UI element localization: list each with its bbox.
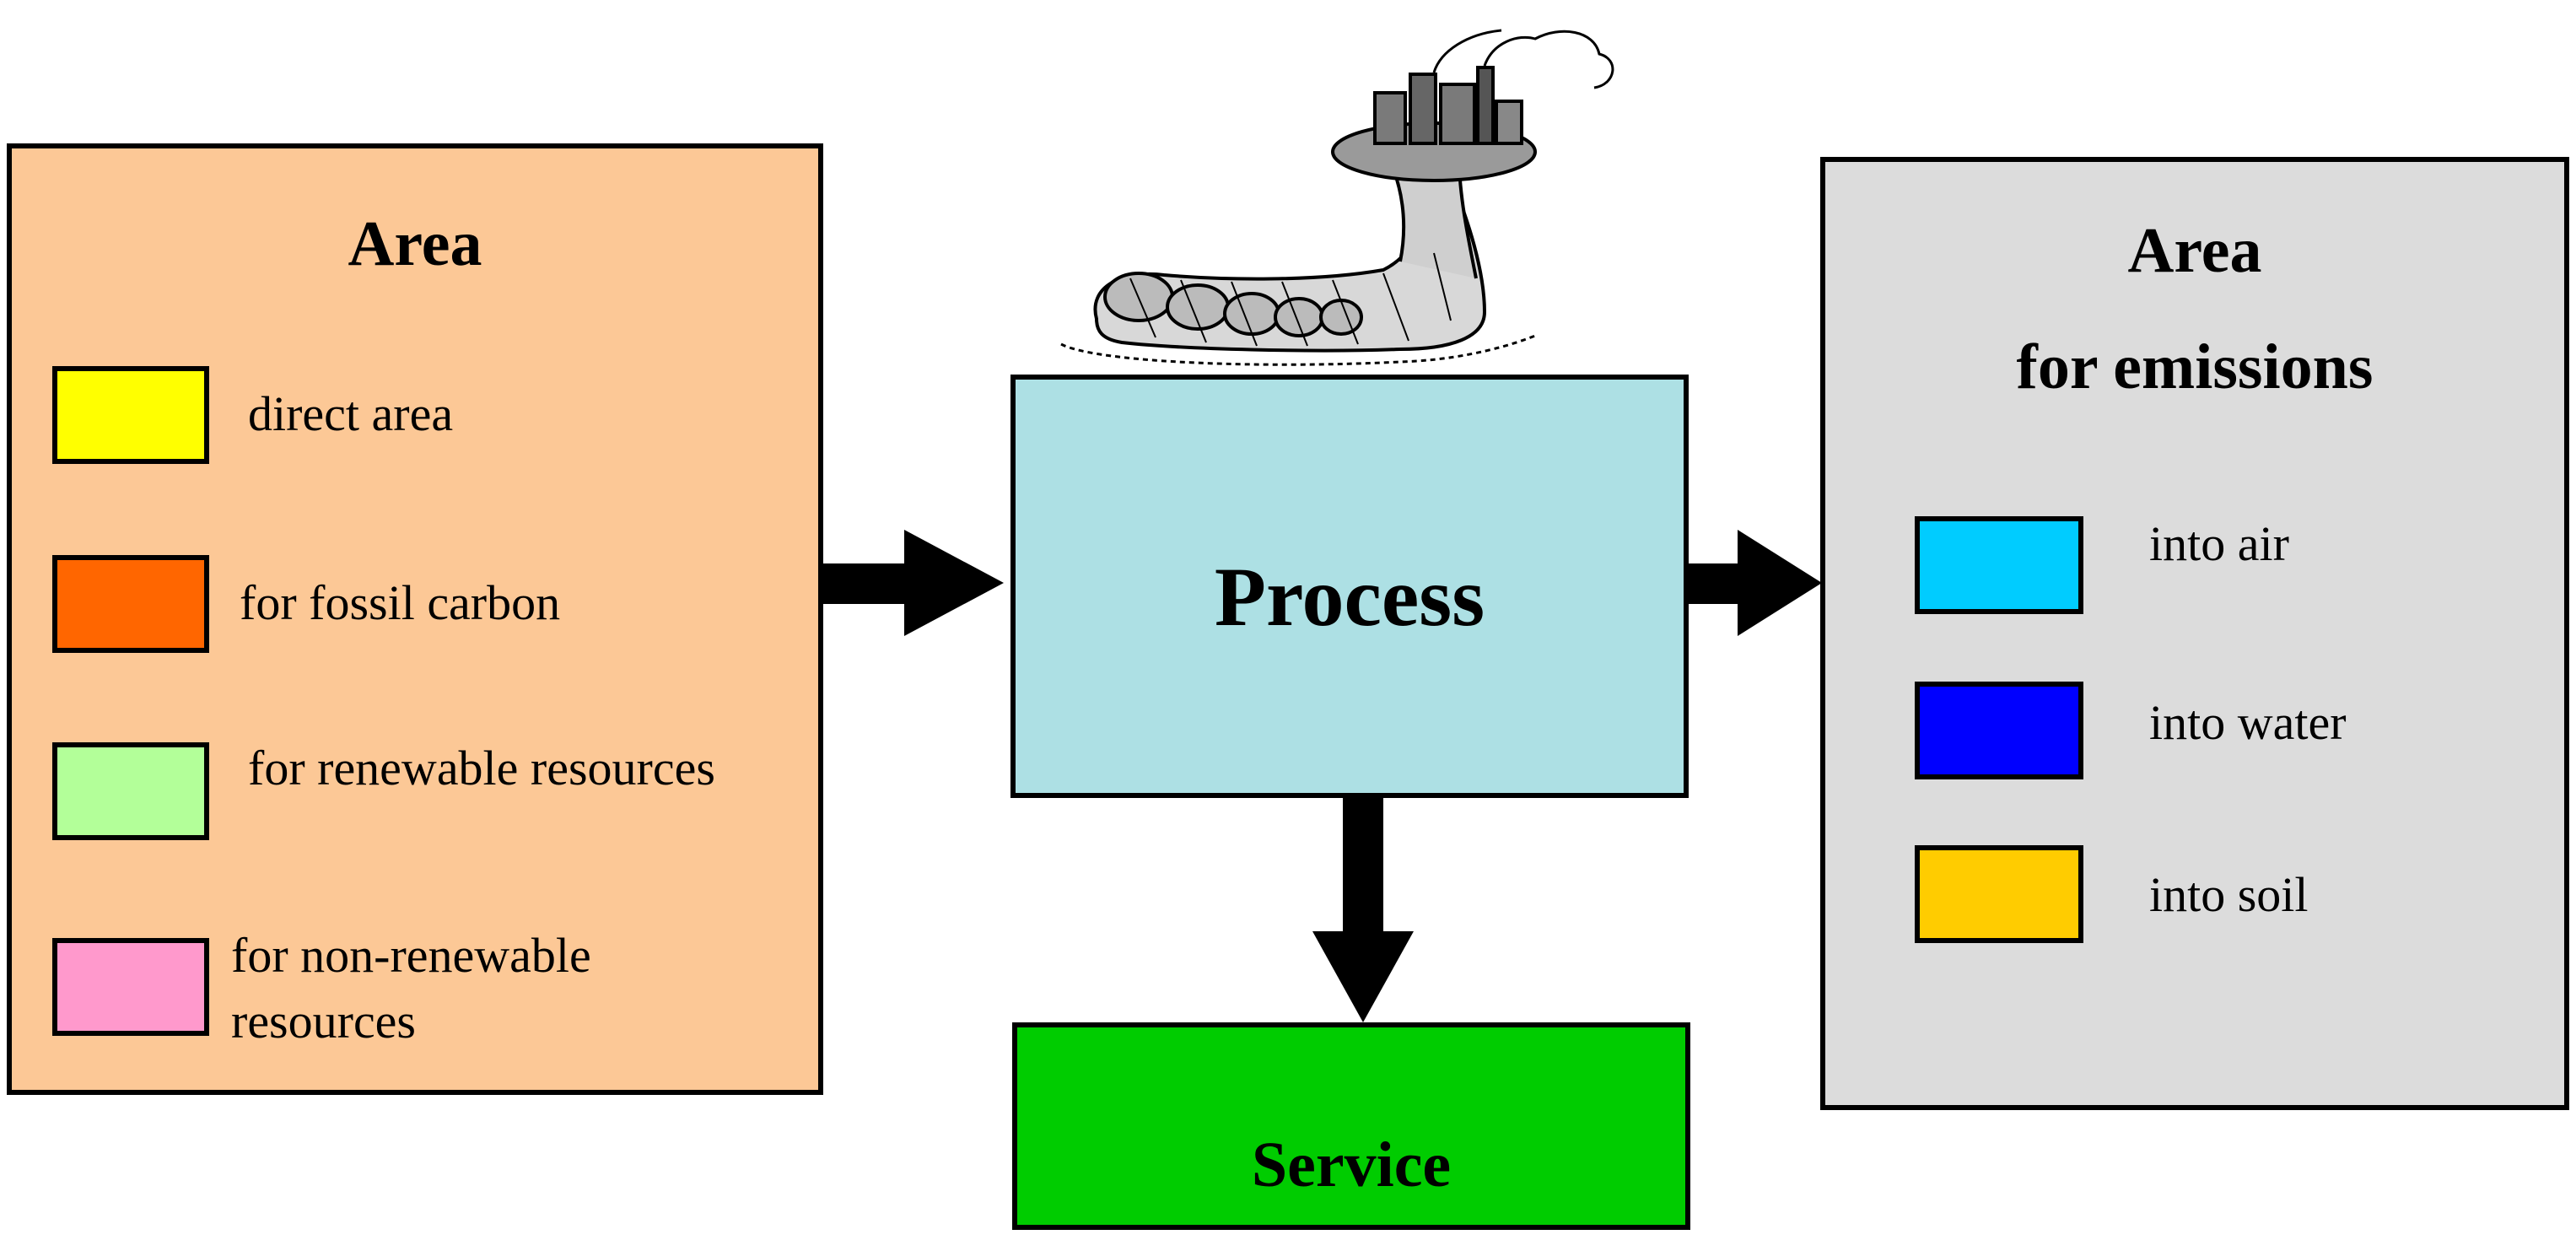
arrow-process-to-service xyxy=(1312,798,1414,1022)
arrow-process-to-emissions xyxy=(1689,530,1822,636)
swatch-into-soil xyxy=(1915,845,2083,943)
swatch-into-water xyxy=(1915,682,2083,779)
service-box: Service xyxy=(1012,1022,1690,1230)
swatch-non-renewable-resources xyxy=(52,938,209,1036)
legend-label-into-water: into water xyxy=(2149,695,2347,750)
service-label: Service xyxy=(1251,1129,1452,1200)
legend-label-direct-area: direct area xyxy=(248,386,454,441)
legend-label-non-renewable-resources: for non-renewable resources xyxy=(231,928,591,1049)
legend-label-fossil-carbon: for fossil carbon xyxy=(240,575,561,630)
process-label: Process xyxy=(1214,550,1485,644)
swatch-direct-area xyxy=(52,366,209,464)
legend-label-renewable-resources: for renewable resources xyxy=(248,741,715,795)
arrow-area-to-process xyxy=(823,530,1004,636)
legend-label-into-air: into air xyxy=(2149,516,2289,571)
swatch-renewable-resources xyxy=(52,742,209,840)
swatch-fossil-carbon xyxy=(52,555,209,653)
footprint-factory-icon xyxy=(1060,29,1614,366)
area-panel-title: Area xyxy=(348,208,482,279)
emissions-panel-subtitle: for emissions xyxy=(2016,332,2374,402)
swatch-into-air xyxy=(1915,516,2083,614)
area-panel: Area direct area for fossil carbon for r… xyxy=(7,143,823,1095)
emissions-panel: Area for emissions into air into water i… xyxy=(1820,157,2569,1110)
process-box: Process xyxy=(1010,375,1689,798)
emissions-panel-title: Area xyxy=(2127,215,2262,286)
legend-label-into-soil: into soil xyxy=(2149,867,2309,922)
